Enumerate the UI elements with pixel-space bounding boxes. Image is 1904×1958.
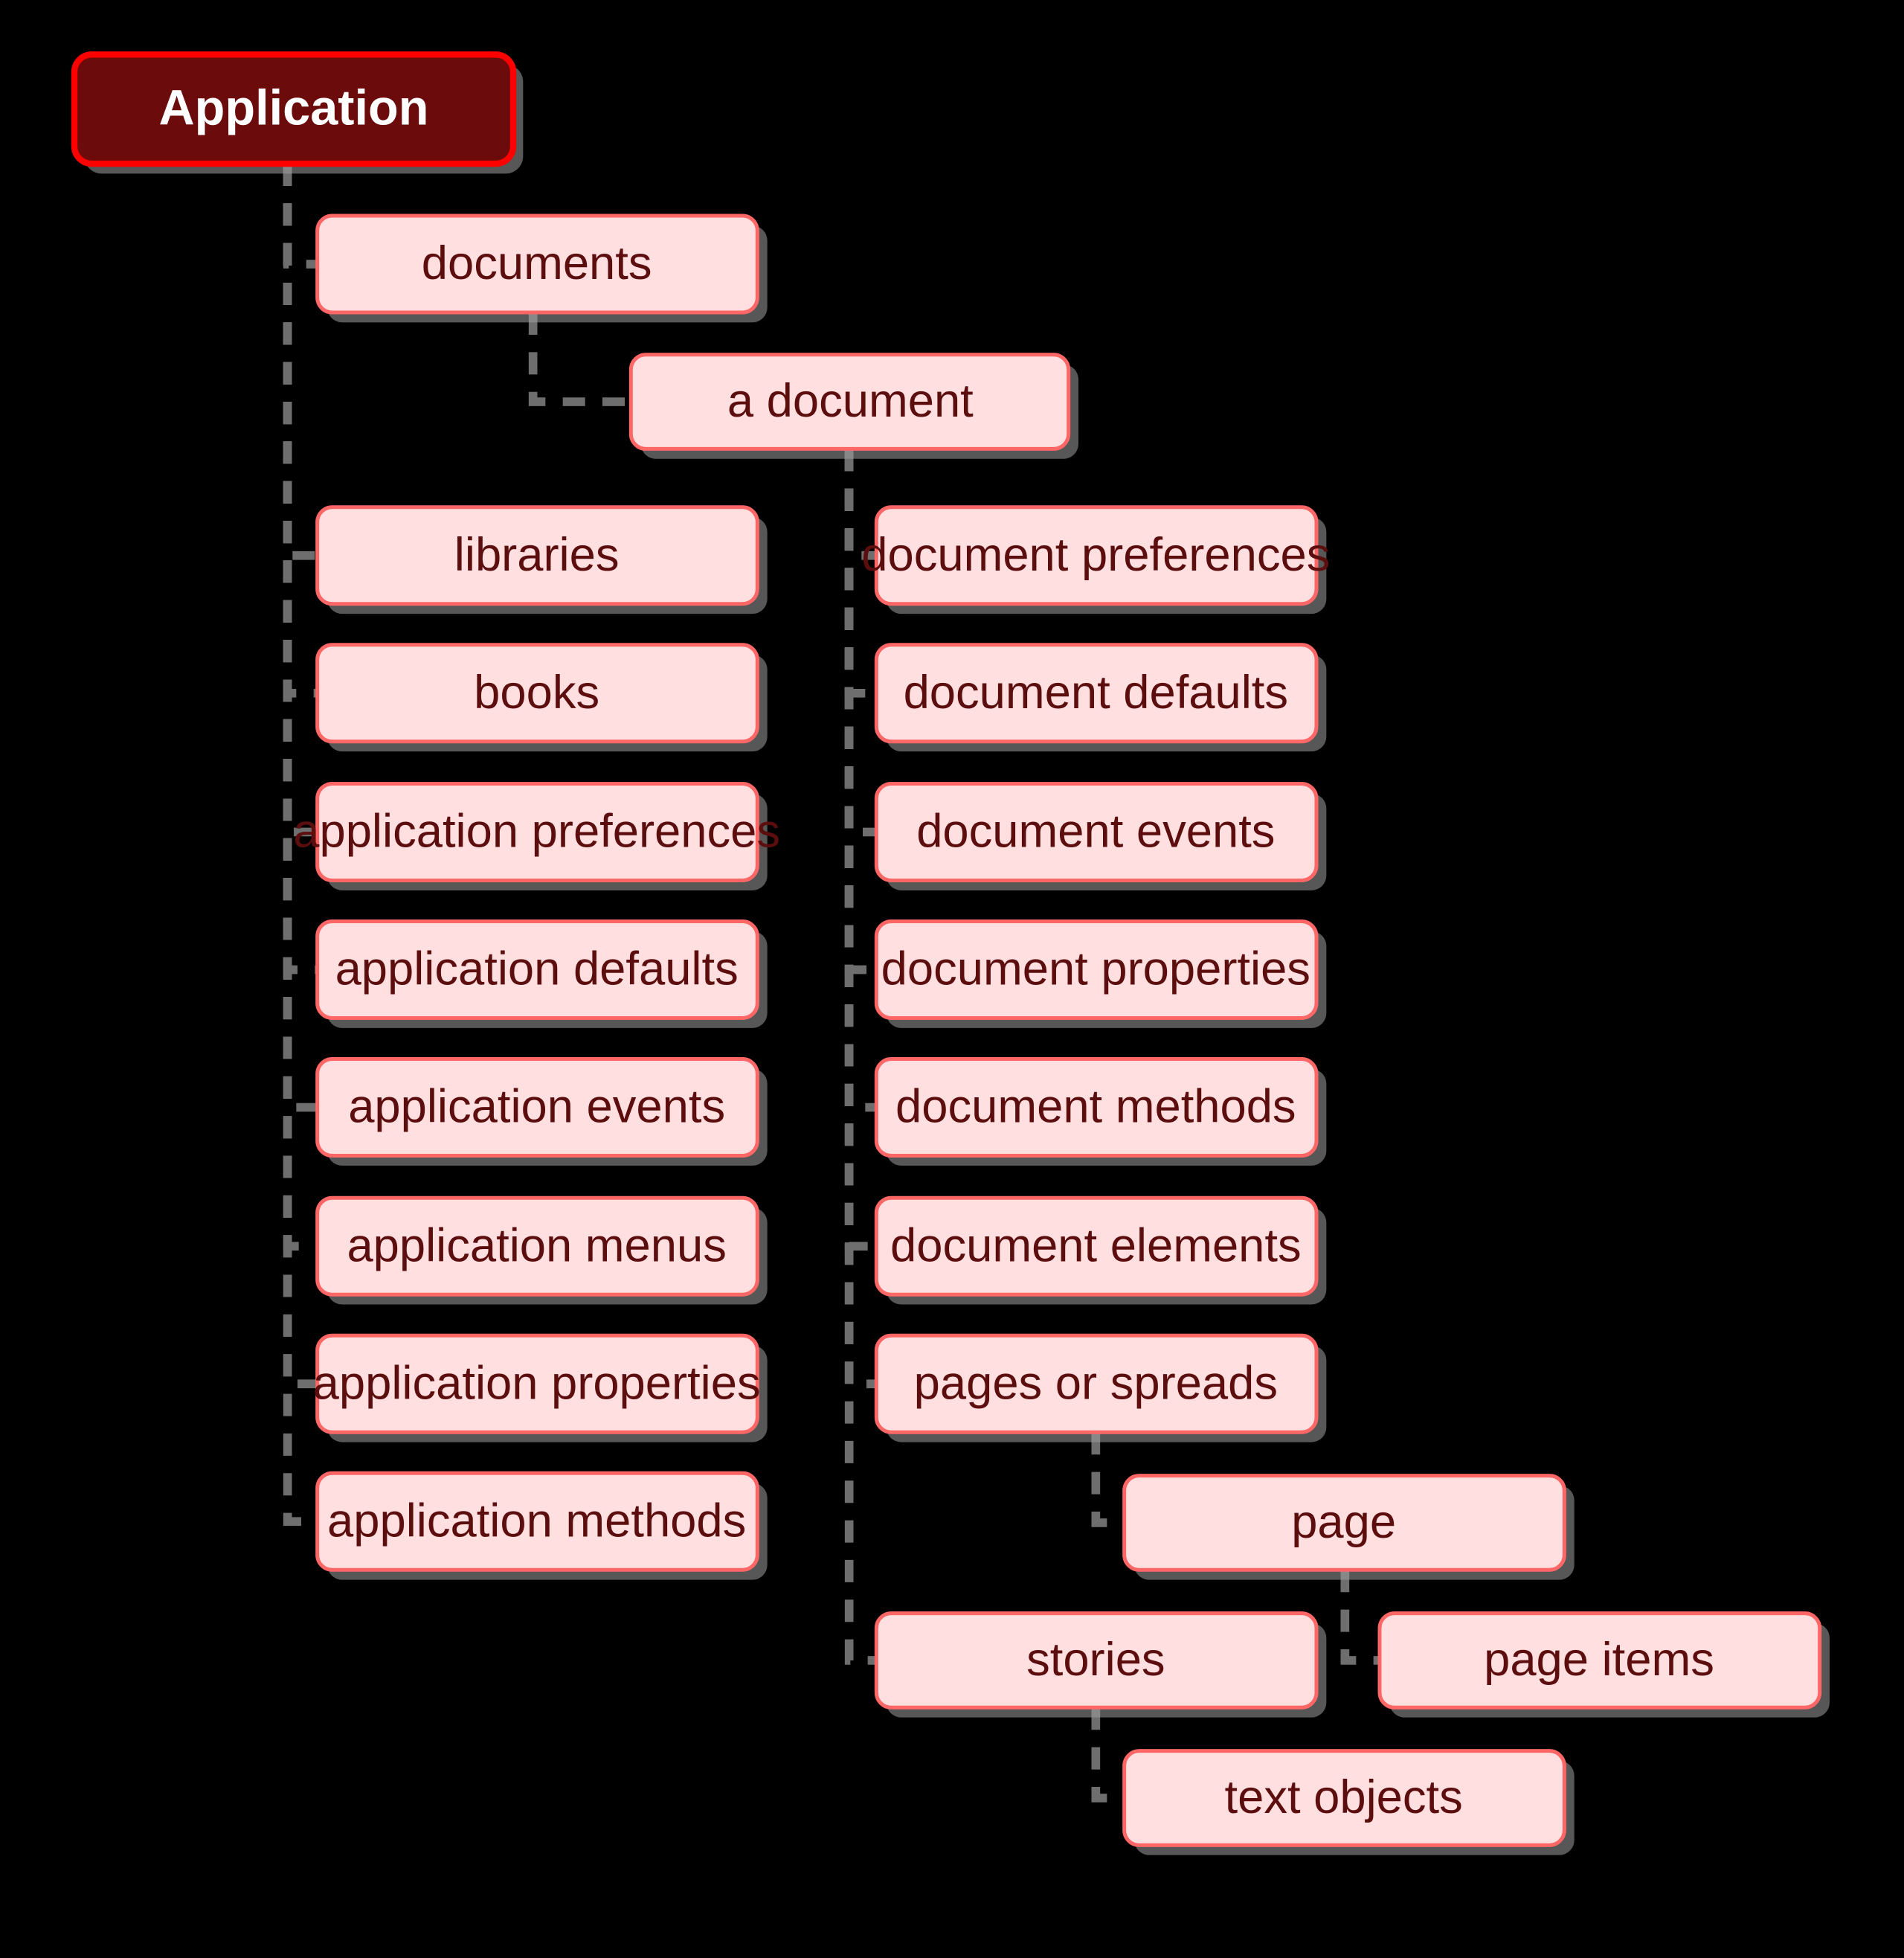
- edge-application-to-application-properties: [283, 164, 318, 1389]
- edge-application-to-libraries: [283, 164, 318, 560]
- node-document-properties-label: document properties: [881, 943, 1310, 995]
- node-text-objects[interactable]: text objects: [1122, 1749, 1575, 1855]
- node-document-preferences[interactable]: document preferences: [861, 505, 1330, 614]
- node-a-document[interactable]: a document: [628, 353, 1078, 459]
- node-libraries-box[interactable]: [315, 505, 759, 606]
- edge-a-document-to-stories: [844, 449, 877, 1665]
- edge-pages-or-spreads-to-page: [1091, 1432, 1125, 1527]
- node-application-menus[interactable]: application menus: [315, 1195, 768, 1305]
- node-stories[interactable]: stories: [874, 1611, 1327, 1718]
- edge-a-document-to-document-preferences: [844, 449, 877, 560]
- edge-application-to-application-preferences: [283, 164, 318, 837]
- node-application-defaults-box[interactable]: [315, 919, 759, 1021]
- node-document-methods[interactable]: document methods: [874, 1057, 1327, 1166]
- node-stories-box[interactable]: [874, 1611, 1319, 1710]
- node-application-defaults-label: application defaults: [335, 943, 739, 995]
- node-application-label: Application: [159, 81, 429, 136]
- node-application-preferences-label: application preferences: [293, 806, 780, 858]
- node-document-defaults[interactable]: document defaults: [874, 643, 1327, 752]
- node-libraries[interactable]: libraries: [315, 505, 768, 614]
- edge-application-to-books: [283, 164, 318, 698]
- node-document-events-label: document events: [916, 806, 1275, 858]
- node-page-items[interactable]: page items: [1377, 1611, 1830, 1718]
- node-page-label: page: [1291, 1496, 1396, 1548]
- edge-documents-to-a-document: [528, 312, 631, 406]
- node-application-menus-box[interactable]: [315, 1195, 759, 1297]
- node-application-events[interactable]: application events: [315, 1057, 768, 1166]
- node-document-methods-label: document methods: [895, 1081, 1296, 1133]
- node-documents-box[interactable]: [315, 214, 759, 315]
- node-document-properties-box[interactable]: [874, 919, 1319, 1021]
- edge-stories-to-text-objects: [1091, 1707, 1125, 1803]
- node-books[interactable]: books: [315, 643, 768, 752]
- node-pages-or-spreads-label: pages or spreads: [914, 1357, 1278, 1409]
- node-stories-label: stories: [1026, 1634, 1165, 1686]
- edge-page-to-page-items: [1340, 1570, 1380, 1665]
- node-documents[interactable]: documents: [315, 214, 768, 323]
- node-document-elements[interactable]: document elements: [874, 1195, 1327, 1305]
- node-pages-or-spreads-box[interactable]: [874, 1333, 1319, 1434]
- node-application-properties[interactable]: application properties: [313, 1333, 768, 1442]
- node-text-objects-label: text objects: [1225, 1771, 1463, 1823]
- node-pages-or-spreads[interactable]: pages or spreads: [874, 1333, 1327, 1442]
- node-text-objects-box[interactable]: [1122, 1749, 1566, 1847]
- node-application-defaults[interactable]: application defaults: [315, 919, 768, 1028]
- node-page-items-label: page items: [1484, 1634, 1714, 1686]
- node-document-methods-box[interactable]: [874, 1057, 1319, 1158]
- node-application-box[interactable]: [71, 51, 517, 167]
- node-application-preferences-box[interactable]: [315, 781, 759, 882]
- node-document-defaults-label: document defaults: [904, 667, 1288, 719]
- node-application-methods-label: application methods: [327, 1495, 746, 1547]
- node-document-defaults-box[interactable]: [874, 643, 1319, 744]
- node-document-preferences-label: document preferences: [861, 529, 1330, 581]
- node-document-events[interactable]: document events: [874, 781, 1327, 890]
- node-document-events-box[interactable]: [874, 781, 1319, 882]
- node-document-preferences-box[interactable]: [874, 505, 1319, 606]
- edge-layer: [283, 164, 1380, 1803]
- node-books-box[interactable]: [315, 643, 759, 744]
- node-application-events-box[interactable]: [315, 1057, 759, 1158]
- node-libraries-label: libraries: [454, 529, 620, 581]
- edge-application-to-documents: [283, 164, 318, 269]
- node-application-methods-box[interactable]: [315, 1471, 759, 1572]
- node-a-document-label: a document: [727, 375, 974, 427]
- node-application-properties-label: application properties: [313, 1357, 761, 1409]
- node-a-document-box[interactable]: [628, 353, 1071, 451]
- node-application-events-label: application events: [348, 1081, 725, 1133]
- node-application-menus-label: application menus: [347, 1219, 726, 1271]
- node-application-properties-box[interactable]: [315, 1333, 759, 1434]
- node-application-methods[interactable]: application methods: [315, 1471, 768, 1580]
- node-books-label: books: [474, 667, 599, 719]
- node-application[interactable]: Application: [71, 51, 524, 174]
- node-documents-label: documents: [422, 237, 652, 289]
- node-document-elements-box[interactable]: [874, 1195, 1319, 1297]
- node-page-box[interactable]: [1122, 1474, 1566, 1572]
- edge-application-to-application-menus: [283, 164, 318, 1251]
- edge-application-to-application-methods: [283, 164, 318, 1527]
- node-page[interactable]: page: [1122, 1474, 1575, 1580]
- node-application-preferences[interactable]: application preferences: [293, 781, 780, 890]
- node-page-items-box[interactable]: [1377, 1611, 1822, 1710]
- node-document-properties[interactable]: document properties: [874, 919, 1327, 1028]
- node-document-elements-label: document elements: [890, 1219, 1302, 1271]
- edge-application-to-application-events: [283, 164, 318, 1112]
